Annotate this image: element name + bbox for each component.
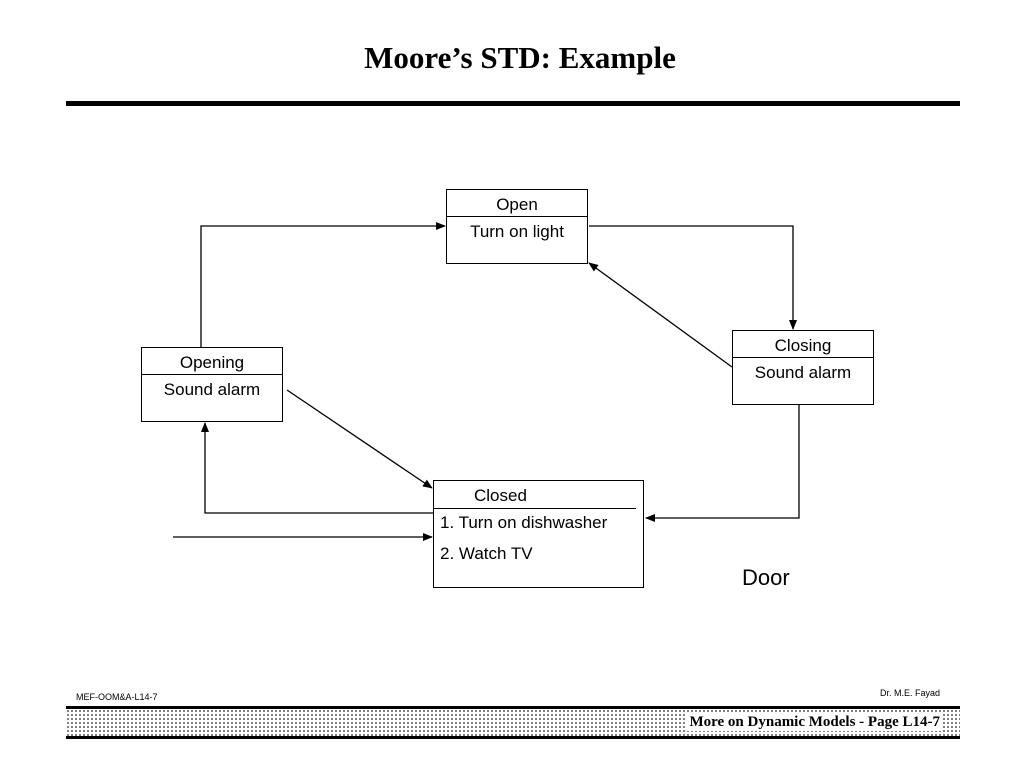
state-closed-name: Closed xyxy=(474,486,527,505)
title-rule xyxy=(66,101,960,106)
footer-code: MEF-OOM&A-L14-7 xyxy=(76,692,158,702)
state-closed: Closed 1. Turn on dishwasher 2. Watch TV xyxy=(433,480,644,588)
transition-closed-to-opening xyxy=(201,422,433,514)
footer-page-label: More on Dynamic Models - Page L14-7 xyxy=(687,714,942,731)
state-closing: Closing Sound alarm xyxy=(732,330,874,405)
transition-closing-to-open xyxy=(588,262,733,368)
transition-opening-to-open xyxy=(200,222,446,347)
state-opening-action: Sound alarm xyxy=(163,380,261,399)
state-closing-name: Closing xyxy=(733,331,873,358)
footer-author: Dr. M.E. Fayad xyxy=(880,688,941,698)
state-opening-name: Opening xyxy=(142,348,282,375)
transition-opening-to-closed xyxy=(286,389,433,489)
state-closed-divider xyxy=(434,508,636,509)
state-closing-action: Sound alarm xyxy=(754,363,852,382)
state-opening: Opening Sound alarm xyxy=(141,347,283,422)
state-open-name: Open xyxy=(447,190,587,217)
state-closed-action-2: 2. Watch TV xyxy=(440,544,533,563)
state-closed-action-1: 1. Turn on dishwasher xyxy=(440,513,608,532)
slide-title: Moore’s STD: Example xyxy=(364,40,676,75)
state-open: Open Turn on light xyxy=(446,189,588,264)
footer-bar: More on Dynamic Models - Page L14-7 xyxy=(66,706,960,739)
diagram-label: Door xyxy=(742,565,790,590)
state-open-action: Turn on light xyxy=(470,222,564,241)
transition-open-to-closing xyxy=(589,225,797,330)
transition-closing-to-closed xyxy=(645,405,800,522)
